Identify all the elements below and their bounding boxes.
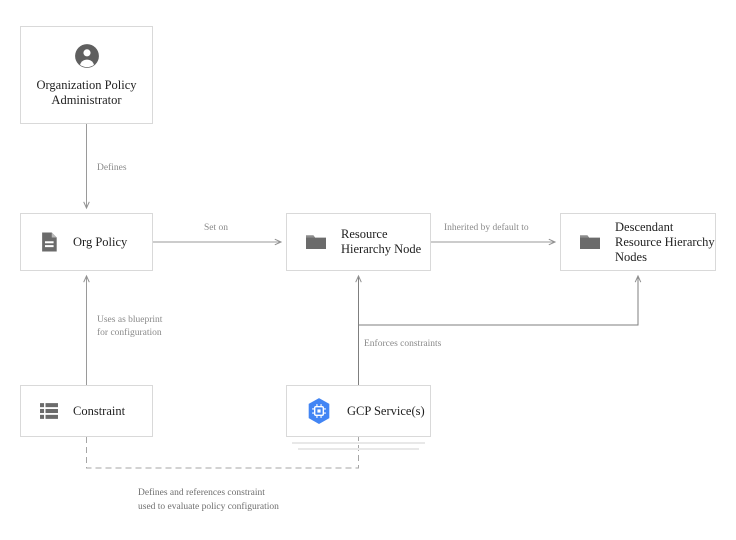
gcp-service-stack-line-1 bbox=[292, 442, 425, 444]
node-org-policy[interactable]: Org Policy bbox=[20, 213, 153, 271]
node-label-org-policy: Org Policy bbox=[73, 234, 128, 249]
edge-label-inherited-by-default-to: Inherited by default to bbox=[444, 223, 529, 233]
person-account-icon bbox=[74, 43, 100, 69]
document-icon bbox=[38, 231, 60, 253]
edge-label-defines: Defines bbox=[97, 163, 127, 173]
edge-label-defines-and-references-constraint: Defines and references constraint used t… bbox=[138, 488, 279, 512]
node-label-constraint: Constraint bbox=[73, 403, 126, 418]
gcp-hexagon-chip-icon bbox=[304, 396, 334, 426]
edge-label-enforces-constraints: Enforces constraints bbox=[364, 339, 442, 349]
node-label-resource-hierarchy-node: Resource Hierarchy Node bbox=[341, 227, 422, 256]
edge-label-set-on: Set on bbox=[204, 223, 229, 233]
node-gcp-services[interactable]: GCP Service(s) bbox=[286, 385, 431, 437]
node-label-org-policy-administrator: Organization Policy Administrator bbox=[36, 77, 137, 107]
node-resource-hierarchy-node[interactable]: Resource Hierarchy Node bbox=[286, 213, 431, 271]
edge-enforces-constraints-branch-path bbox=[358, 274, 642, 326]
folder-icon bbox=[304, 230, 328, 254]
list-rows-icon bbox=[38, 400, 60, 422]
node-constraint[interactable]: Constraint bbox=[20, 385, 153, 437]
folder-icon bbox=[578, 230, 602, 254]
node-org-policy-administrator[interactable]: Organization Policy Administrator bbox=[20, 26, 153, 124]
node-label-gcp-services: GCP Service(s) bbox=[347, 403, 425, 418]
gcp-service-stack-line-2 bbox=[298, 448, 419, 450]
edge-label-uses-as-blueprint: Uses as blueprint for configuration bbox=[97, 315, 163, 338]
node-descendant-resource-hierarchy-nodes[interactable]: Descendant Resource Hierarchy Nodes bbox=[560, 213, 716, 271]
node-label-descendant-resource-hierarchy-nodes: Descendant Resource Hierarchy Nodes bbox=[615, 219, 715, 264]
